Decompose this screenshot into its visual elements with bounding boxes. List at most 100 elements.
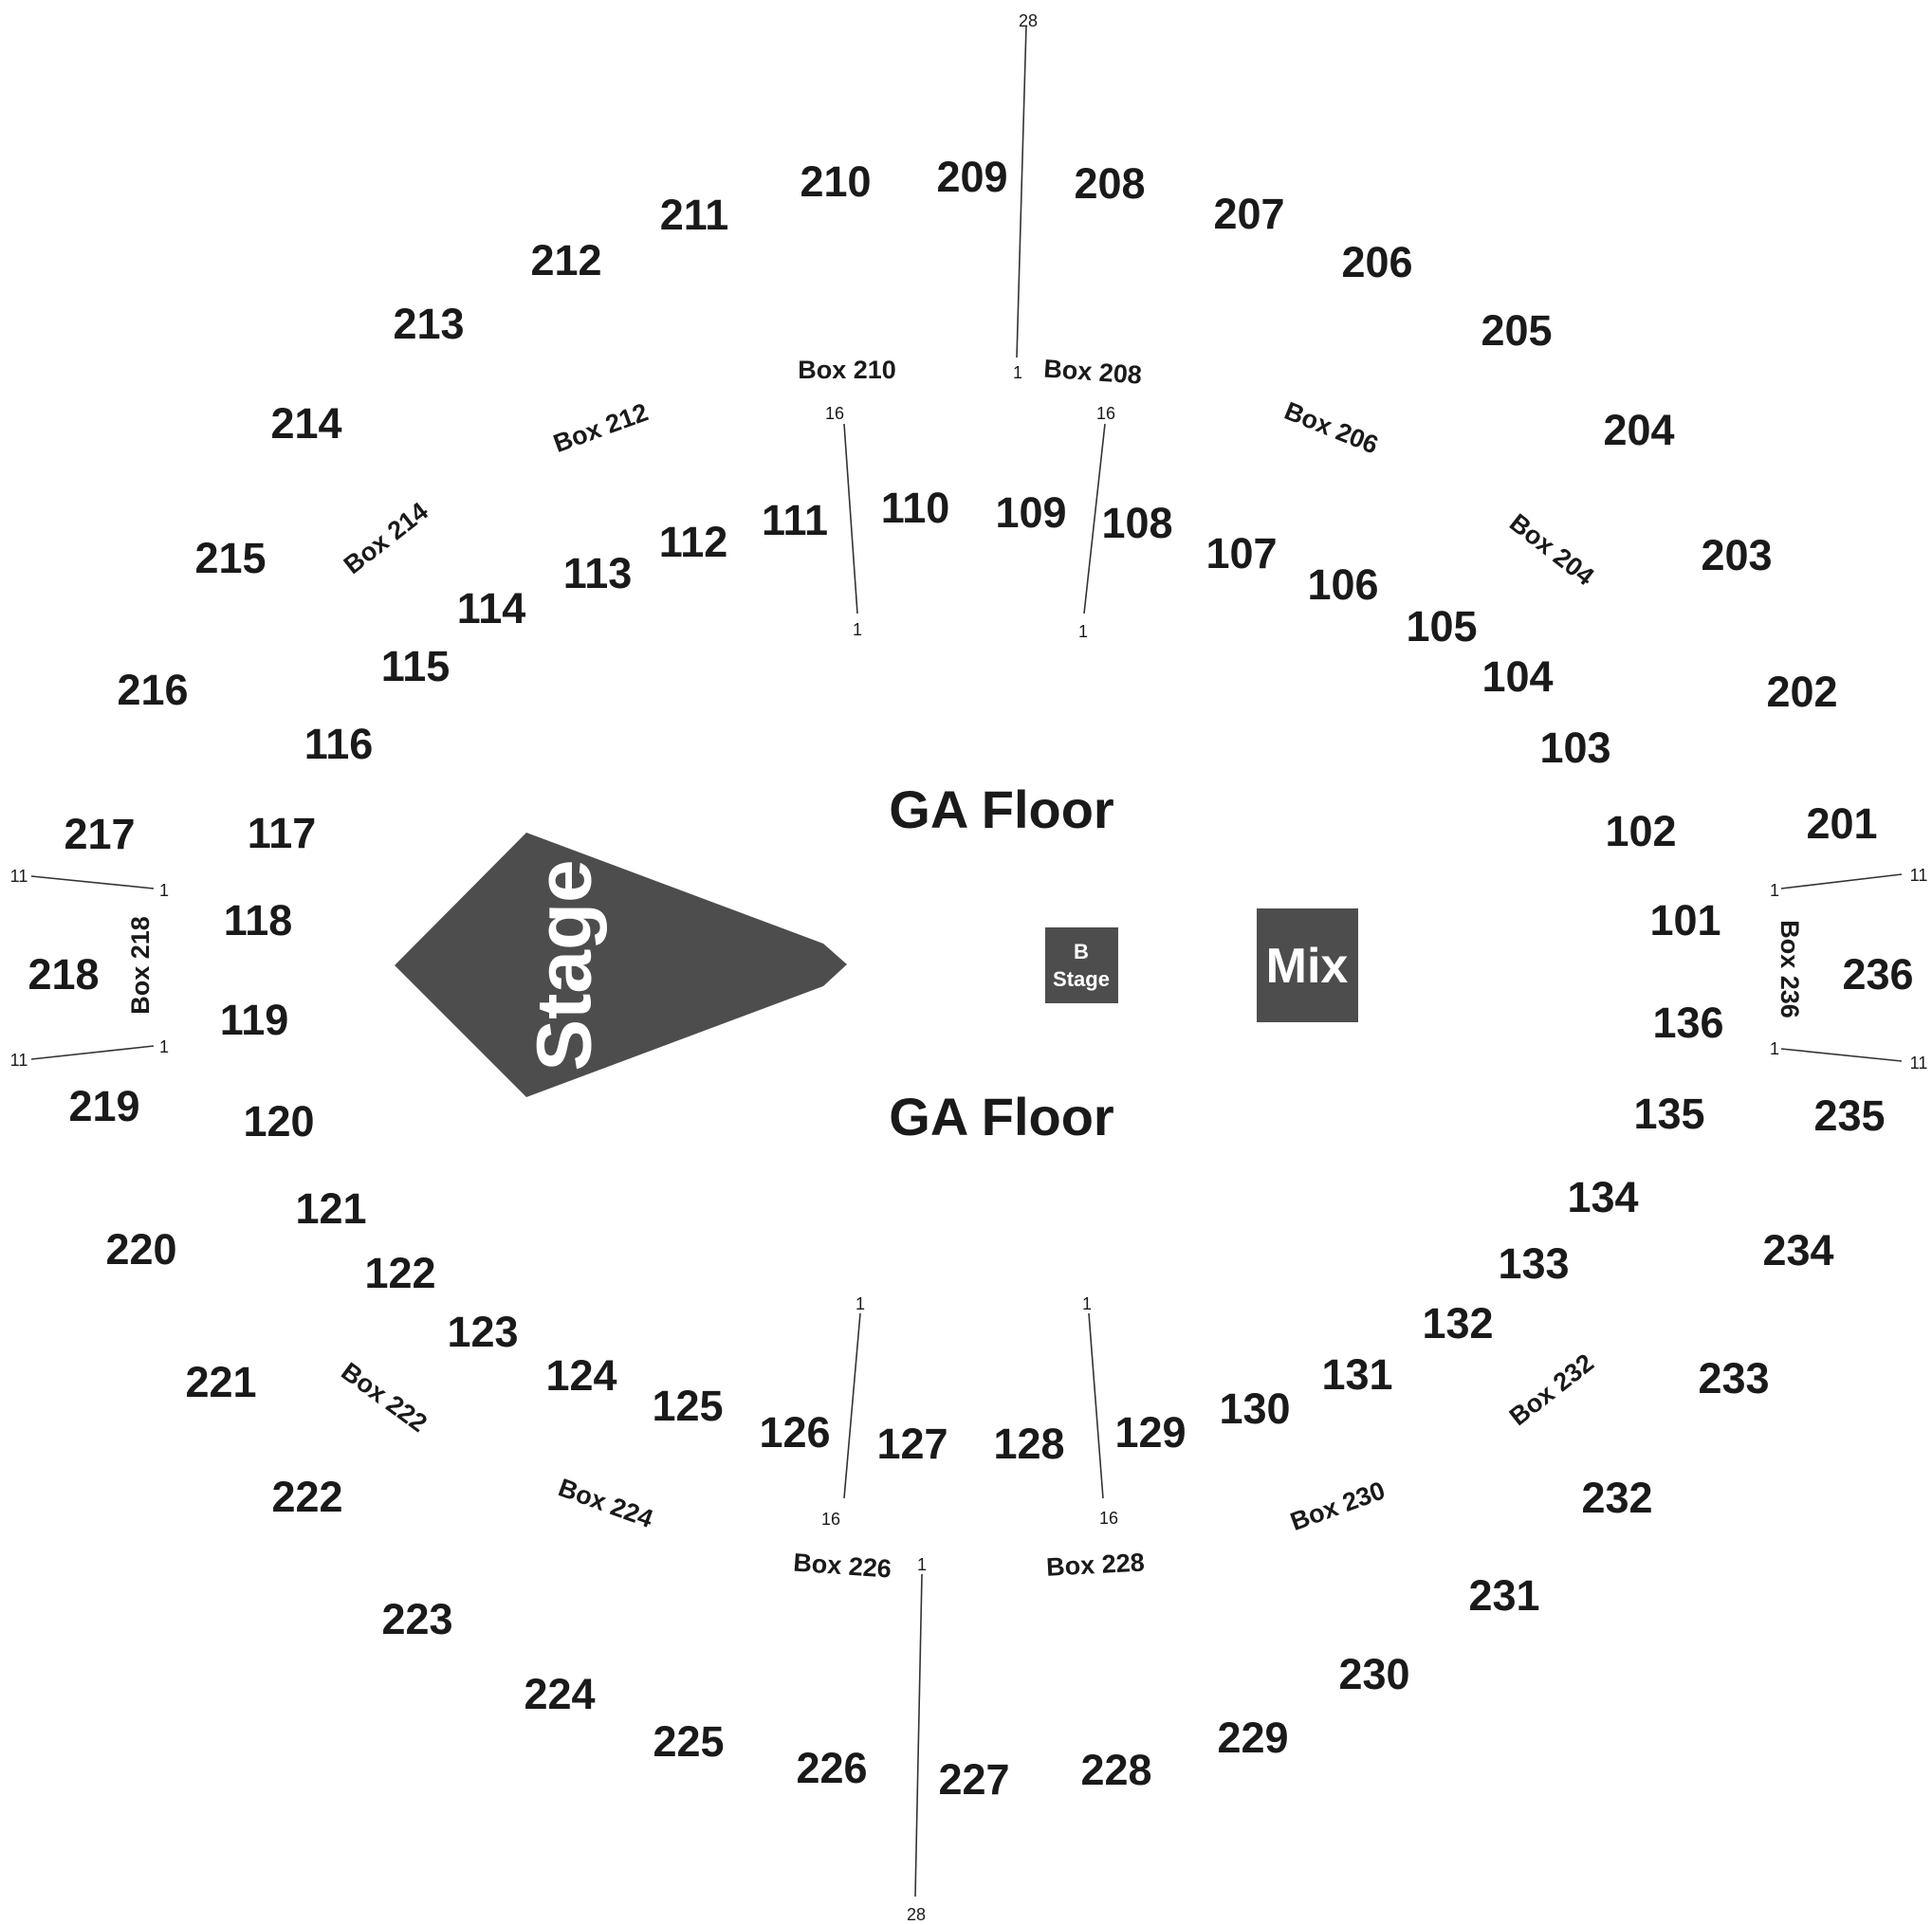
section-207[interactable]: 207 <box>1213 190 1284 238</box>
ga-floor-bottom[interactable]: GA Floor <box>889 1087 1113 1146</box>
section-117[interactable]: 117 <box>248 809 317 857</box>
section-124[interactable]: 124 <box>545 1351 616 1400</box>
section-223[interactable]: 223 <box>381 1595 452 1643</box>
section-236[interactable]: 236 <box>1842 950 1913 999</box>
section-219[interactable]: 219 <box>68 1082 139 1130</box>
section-105[interactable]: 105 <box>1406 602 1477 651</box>
section-222[interactable]: 222 <box>271 1473 342 1521</box>
section-112[interactable]: 112 <box>659 518 728 566</box>
box-212[interactable]: Box 212 <box>550 397 653 458</box>
section-116[interactable]: 116 <box>304 720 374 768</box>
section-101[interactable]: 101 <box>1649 896 1720 944</box>
box-224[interactable]: Box 224 <box>555 1473 657 1533</box>
box-222[interactable]: Box 222 <box>336 1357 432 1438</box>
section-129[interactable]: 129 <box>1114 1408 1186 1457</box>
section-123[interactable]: 123 <box>447 1308 518 1356</box>
box-236[interactable]: Box 236 <box>1776 920 1804 1018</box>
box-218[interactable]: Box 218 <box>126 916 155 1015</box>
box-228[interactable]: Box 228 <box>1045 1548 1145 1581</box>
section-220[interactable]: 220 <box>105 1225 176 1274</box>
section-213[interactable]: 213 <box>393 300 464 348</box>
section-107[interactable]: 107 <box>1205 529 1277 578</box>
row-line-126 <box>843 1312 861 1499</box>
section-210[interactable]: 210 <box>800 157 871 206</box>
section-206[interactable]: 206 <box>1341 238 1412 286</box>
section-228[interactable]: 228 <box>1080 1746 1151 1794</box>
section-108[interactable]: 108 <box>1101 499 1172 547</box>
box-204[interactable]: Box 204 <box>1504 508 1599 591</box>
box-210[interactable]: Box 210 <box>798 356 896 384</box>
box-230[interactable]: Box 230 <box>1287 1476 1389 1536</box>
section-231[interactable]: 231 <box>1468 1571 1539 1620</box>
row-number: 1 <box>159 881 169 900</box>
row-line-218-top <box>30 875 155 889</box>
section-104[interactable]: 104 <box>1481 652 1553 701</box>
section-109[interactable]: 109 <box>995 488 1066 537</box>
mix-position[interactable]: Mix <box>1257 908 1358 1022</box>
section-234[interactable]: 234 <box>1762 1226 1833 1274</box>
section-103[interactable]: 103 <box>1539 724 1610 772</box>
section-214[interactable]: 214 <box>270 399 341 448</box>
section-128[interactable]: 128 <box>993 1420 1064 1468</box>
ga-floor-top[interactable]: GA Floor <box>889 779 1113 839</box>
stage-shape <box>395 833 847 1097</box>
section-115[interactable]: 115 <box>381 642 451 690</box>
box-232[interactable]: Box 232 <box>1504 1348 1599 1431</box>
section-229[interactable]: 229 <box>1217 1714 1288 1762</box>
b-stage[interactable]: B Stage <box>1045 927 1118 1003</box>
section-111[interactable]: 111 <box>762 496 828 544</box>
section-224[interactable]: 224 <box>524 1670 595 1718</box>
section-113[interactable]: 113 <box>563 549 633 597</box>
row-number: 1 <box>1770 1039 1779 1058</box>
section-227[interactable]: 227 <box>938 1755 1009 1804</box>
section-204[interactable]: 204 <box>1603 406 1674 454</box>
section-230[interactable]: 230 <box>1338 1650 1409 1698</box>
section-215[interactable]: 215 <box>194 534 266 582</box>
section-134[interactable]: 134 <box>1567 1173 1638 1221</box>
section-126[interactable]: 126 <box>759 1408 830 1457</box>
section-235[interactable]: 235 <box>1813 1091 1885 1140</box>
section-106[interactable]: 106 <box>1307 560 1378 609</box>
section-209[interactable]: 209 <box>936 153 1007 201</box>
box-214[interactable]: Box 214 <box>339 497 433 579</box>
section-233[interactable]: 233 <box>1698 1354 1769 1402</box>
section-221[interactable]: 221 <box>185 1358 256 1406</box>
section-130[interactable]: 130 <box>1219 1384 1290 1433</box>
section-232[interactable]: 232 <box>1581 1474 1652 1522</box>
section-216[interactable]: 216 <box>117 666 188 714</box>
section-205[interactable]: 205 <box>1481 306 1552 355</box>
section-135[interactable]: 135 <box>1633 1090 1704 1138</box>
section-226[interactable]: 226 <box>796 1744 867 1792</box>
section-201[interactable]: 201 <box>1806 799 1877 848</box>
section-136[interactable]: 136 <box>1652 999 1723 1047</box>
section-131[interactable]: 131 <box>1321 1350 1392 1399</box>
section-218[interactable]: 218 <box>28 950 99 999</box>
main-stage[interactable]: Stage <box>395 833 847 1097</box>
section-118[interactable]: 118 <box>224 896 293 944</box>
section-119[interactable]: 119 <box>220 996 289 1044</box>
row-number: 1 <box>1013 363 1022 382</box>
section-203[interactable]: 203 <box>1701 531 1772 579</box>
section-127[interactable]: 127 <box>876 1420 948 1468</box>
section-102[interactable]: 102 <box>1605 807 1676 855</box>
section-122[interactable]: 122 <box>364 1249 435 1297</box>
section-208[interactable]: 208 <box>1074 159 1145 208</box>
section-125[interactable]: 125 <box>652 1382 723 1430</box>
section-110[interactable]: 110 <box>881 484 950 532</box>
row-range-lines <box>30 25 1903 1898</box>
box-208[interactable]: Box 208 <box>1042 355 1142 390</box>
box-206[interactable]: Box 206 <box>1280 396 1382 460</box>
section-225[interactable]: 225 <box>653 1717 724 1766</box>
section-132[interactable]: 132 <box>1422 1299 1493 1348</box>
box-226[interactable]: Box 226 <box>792 1549 892 1584</box>
row-line-128 <box>1088 1312 1104 1499</box>
section-211[interactable]: 211 <box>660 191 729 239</box>
section-217[interactable]: 217 <box>64 810 135 858</box>
section-121[interactable]: 121 <box>295 1184 366 1233</box>
section-133[interactable]: 133 <box>1498 1239 1569 1288</box>
section-120[interactable]: 120 <box>243 1097 314 1146</box>
section-212[interactable]: 212 <box>530 236 601 284</box>
section-202[interactable]: 202 <box>1766 668 1837 716</box>
row-number: 1 <box>917 1555 927 1574</box>
section-114[interactable]: 114 <box>457 584 526 632</box>
